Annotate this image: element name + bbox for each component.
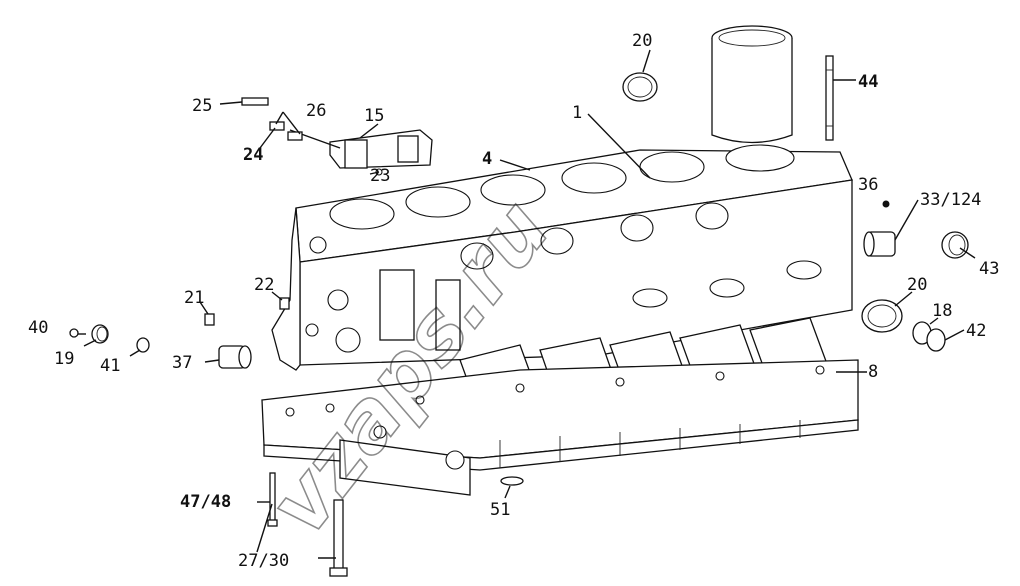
- seal-ring-20-top: [622, 72, 658, 102]
- stud-44: [825, 55, 834, 141]
- label-1: 1: [572, 103, 582, 123]
- label-51: 51: [490, 500, 510, 520]
- label-47-48: 47/48: [180, 492, 231, 512]
- cylinder-liner: [711, 25, 793, 144]
- label-37: 37: [172, 353, 192, 373]
- label-20-right: 20: [907, 275, 927, 295]
- bedplate-8: [261, 359, 859, 496]
- label-42: 42: [966, 321, 986, 341]
- label-41: 41: [100, 356, 120, 376]
- label-20-top: 20: [632, 31, 652, 51]
- bracket-assembly-15: [241, 97, 433, 176]
- label-23: 23: [370, 166, 390, 186]
- label-15: 15: [364, 106, 384, 126]
- label-27-30: 27/30: [238, 551, 289, 571]
- right-small-parts: [861, 200, 969, 352]
- label-21: 21: [184, 288, 204, 308]
- cylinder-bores: [329, 144, 795, 230]
- label-44: 44: [858, 72, 878, 92]
- bedplate-bolt-holes: [285, 365, 825, 470]
- label-19: 19: [54, 349, 74, 369]
- left-small-parts: [69, 297, 290, 369]
- label-33-124: 33/124: [920, 190, 981, 210]
- label-18: 18: [932, 301, 952, 321]
- label-8: 8: [868, 362, 878, 382]
- label-24: 24: [243, 145, 263, 165]
- label-25: 25: [192, 96, 212, 116]
- callout-labels: 1 4 8 15 18 19 20 20 21 22 23 24 25 26 2…: [28, 31, 999, 571]
- label-40: 40: [28, 318, 48, 338]
- label-36: 36: [858, 175, 878, 195]
- leader-lines: [78, 49, 976, 559]
- side-windows: [460, 202, 822, 308]
- label-22: 22: [254, 275, 274, 295]
- bolts-bottom: [267, 472, 524, 577]
- bedplate-ribs: [499, 420, 801, 468]
- label-26: 26: [306, 101, 326, 121]
- label-43: 43: [979, 259, 999, 279]
- label-4: 4: [482, 149, 492, 169]
